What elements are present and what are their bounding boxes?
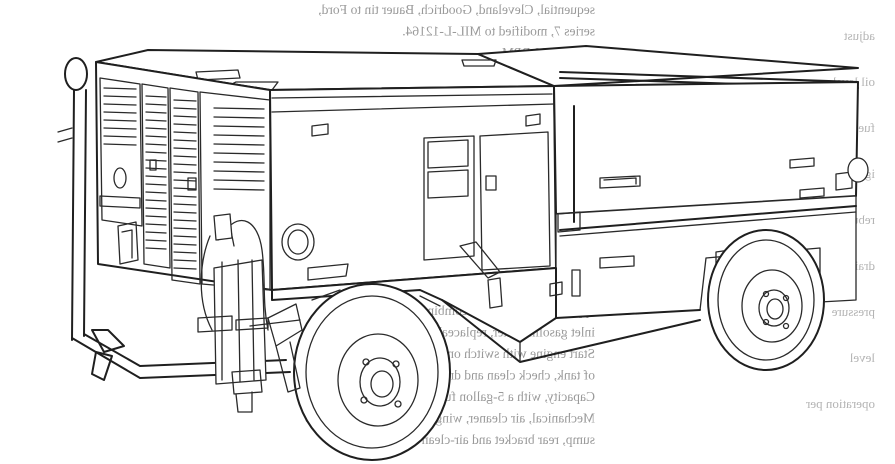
- enclosure-body: [95, 45, 859, 363]
- louver-slat: [145, 119, 167, 122]
- bleed-text-line: sequential, Cleveland, Goodrich, Bauer t…: [318, 2, 595, 17]
- louver-slat: [145, 175, 167, 178]
- lifting-eye: [64, 57, 88, 91]
- louver-slat: [145, 95, 167, 98]
- louver-slat: [145, 127, 167, 130]
- louver-slat: [145, 151, 167, 154]
- bleed-text-line-right: level: [849, 350, 875, 365]
- front-wheel: [293, 283, 451, 461]
- louver-slat: [145, 199, 167, 202]
- louver-slat: [103, 111, 137, 114]
- louver-slat: [145, 111, 167, 114]
- extinguisher-assembly: [197, 213, 269, 413]
- louver-slat: [103, 127, 137, 130]
- louver-slat: [173, 235, 197, 238]
- bleed-text-line: series 7, modified to MIL-L-12164.: [402, 24, 595, 39]
- louver-slat: [173, 179, 197, 182]
- louver-slat: [173, 227, 197, 230]
- louver-slat: [173, 163, 197, 166]
- louver-slat: [173, 171, 197, 174]
- louver-slat: [145, 103, 167, 106]
- louver-slat: [103, 87, 137, 90]
- axle-support: [249, 303, 303, 393]
- louver-slat: [213, 134, 265, 137]
- louver-slat: [103, 143, 137, 146]
- bleed-text-line: sump, rear bracket and air-clean to tank…: [378, 432, 595, 447]
- tail-light: [847, 157, 869, 183]
- bleed-text-line-right: pressure: [831, 304, 875, 319]
- louver-slat: [173, 115, 197, 118]
- louver-slat: [173, 203, 197, 206]
- louver-slat: [173, 195, 197, 198]
- louver-slat: [173, 211, 197, 214]
- louver-slat: [145, 135, 167, 138]
- louver-slat: [103, 103, 137, 106]
- louver-slat: [145, 215, 167, 218]
- louver-slat: [173, 131, 197, 134]
- louver-slat: [213, 125, 265, 128]
- bleed-text-line-right: adjust: [844, 28, 875, 43]
- louver-slat: [145, 223, 167, 226]
- louver-slat: [173, 219, 197, 222]
- louver-slat: [145, 183, 167, 186]
- louver-slat: [173, 99, 197, 102]
- gauge-dial: [281, 223, 315, 261]
- louver-slat: [103, 135, 137, 138]
- louver-slat: [173, 155, 197, 158]
- louver-slat: [213, 170, 265, 173]
- louver-slat: [213, 188, 265, 191]
- louver-slat: [173, 243, 197, 246]
- louver-slat: [213, 161, 265, 164]
- louver-slat: [145, 239, 167, 242]
- louver-slat: [173, 139, 197, 142]
- louver-slat: [173, 107, 197, 110]
- louver-slat: [173, 187, 197, 190]
- louver-slat: [173, 259, 197, 262]
- louver-slat: [173, 123, 197, 126]
- louver-slat: [145, 231, 167, 234]
- louver-slat: [213, 107, 265, 110]
- bleed-text-line-right: operation per: [805, 396, 875, 411]
- louver-slat: [213, 116, 265, 119]
- louver-slat: [173, 251, 197, 254]
- rear-wheel: [707, 229, 825, 371]
- louver-slat: [103, 95, 137, 98]
- louver-slat: [145, 247, 167, 250]
- louver-slat: [213, 179, 265, 182]
- louver-slat: [103, 119, 137, 122]
- louver-slat: [145, 143, 167, 146]
- louvers-left: [103, 87, 265, 270]
- louver-slat: [173, 147, 197, 150]
- louver-slat: [145, 207, 167, 210]
- louver-slat: [213, 143, 265, 146]
- louver-slat: [213, 152, 265, 155]
- louver-slat: [173, 267, 197, 270]
- bleed-text-line: Capacity, with a 5-gallon full unit: [413, 389, 595, 404]
- louver-slat: [145, 191, 167, 194]
